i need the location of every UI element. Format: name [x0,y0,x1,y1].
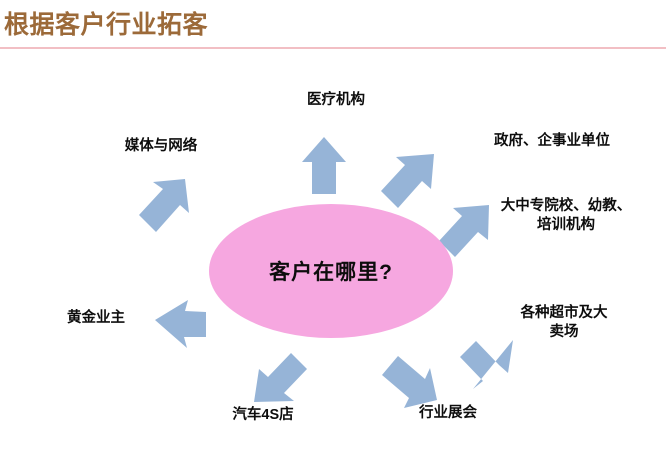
spoke-label-supermarket[interactable]: 各种超市及大 卖场 [520,305,608,341]
arrow-up-right-icon [381,154,434,208]
page-title: 根据客户行业拓客 [4,11,209,39]
spoke-label-media[interactable]: 媒体与网络 [124,138,198,154]
arrow-right-up-icon [439,205,489,257]
radial-diagram: 客户在哪里? 医疗机构 媒体与网络 政府、企事业单位 大中专院校、幼教、 培训机… [0,50,666,458]
arrow-up-icon [302,137,346,194]
center-hub[interactable]: 客户在哪里? [209,204,453,338]
spoke-label-education[interactable]: 大中专院校、幼教、 培训机构 [500,198,632,234]
center-hub-label: 客户在哪里? [269,261,393,284]
arrow-up-left-icon [139,179,189,232]
arrow-down-right-icon [460,340,513,389]
arrow-layer [139,137,513,408]
spoke-label-government[interactable]: 政府、企事业单位 [494,133,610,149]
spoke-label-medical[interactable]: 医疗机构 [307,92,365,108]
slide-header: 根据客户行业拓客 [0,0,666,50]
arrow-left-icon [155,300,206,348]
title-divider [0,47,666,49]
arrow-down-icon [382,356,437,408]
spoke-label-goldowner[interactable]: 黄金业主 [67,310,125,326]
spoke-label-auto4s[interactable]: 汽车4S店 [232,407,294,423]
arrow-down-left-icon [254,353,307,402]
spoke-label-exhibition[interactable]: 行业展会 [419,405,477,421]
